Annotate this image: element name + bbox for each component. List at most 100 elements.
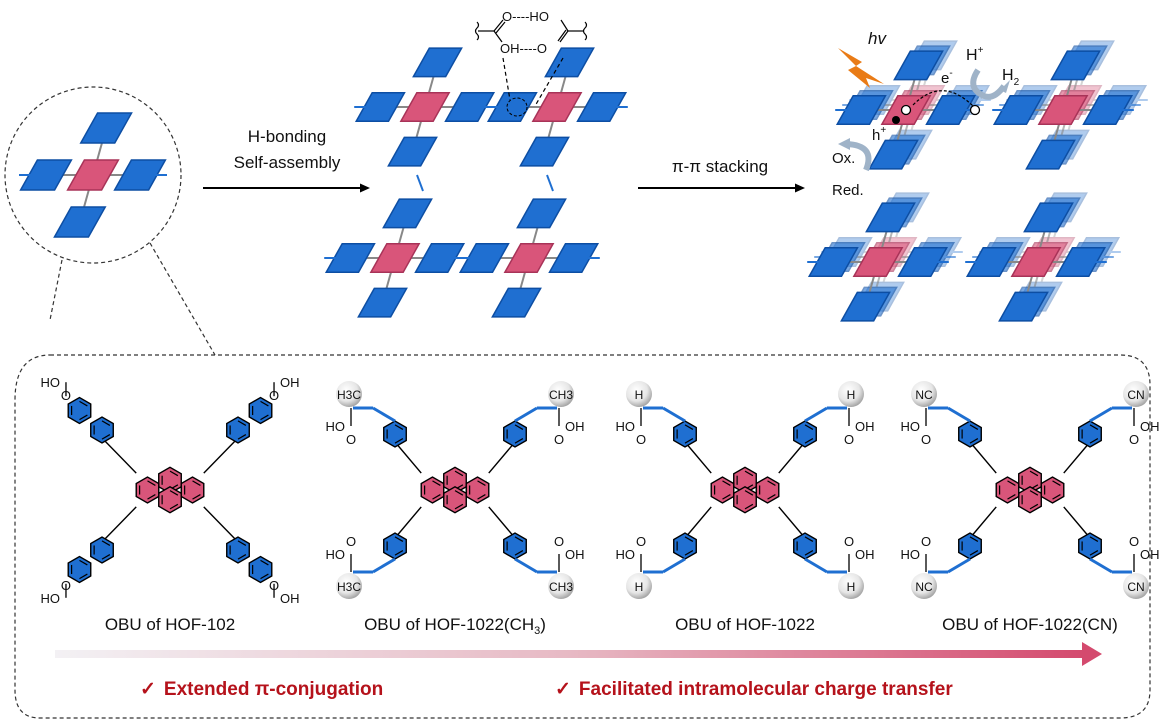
linker-node — [992, 95, 1044, 125]
linker-node — [519, 136, 570, 167]
carbonyl-o-label: O — [1129, 432, 1139, 447]
pyrene-core-node — [852, 247, 904, 277]
h-bonding-arrow: H-bonding Self-assembly — [203, 127, 370, 193]
hydroxyl-label: HO — [326, 419, 346, 434]
pyrene-core-node — [531, 92, 583, 122]
hole-dot — [892, 116, 900, 124]
carbonyl-o-label: O — [554, 432, 564, 447]
reduced-label: Red. — [832, 182, 864, 199]
substituent-highlight — [838, 573, 864, 599]
hydroxyl-label: HO — [326, 547, 346, 562]
substituent-highlight — [336, 381, 362, 407]
oxidation-arrow-icon — [845, 141, 872, 172]
substituent-label: H — [635, 388, 644, 402]
hydroxyl-label: HO — [616, 547, 636, 562]
pyrene-core-node — [66, 159, 120, 191]
linker-node — [840, 291, 891, 322]
substituent-label: CH3 — [549, 388, 573, 402]
carbonyl-o-label: O — [61, 388, 71, 403]
carbonyl-o-label: O — [346, 534, 356, 549]
substituent-label: H — [847, 580, 856, 594]
linker-node — [835, 95, 887, 125]
linker-node — [444, 92, 496, 122]
substituent-label: H3C — [337, 580, 361, 594]
pi-pi-stacking-label: π-π stacking — [672, 157, 768, 176]
hydroxyl-label: OH — [280, 591, 300, 606]
linker-node — [491, 287, 542, 318]
photocatalysis-annotations: hv H+ H2 e- h+ Ox. Red. — [832, 29, 1020, 199]
hole-label: h+ — [872, 125, 886, 144]
proton-label: H+ — [966, 45, 984, 64]
linker-node — [1082, 95, 1134, 125]
substituent-label: H3C — [337, 388, 361, 402]
substituent-highlight — [1123, 573, 1149, 599]
hydroxyl-label: OH — [855, 419, 875, 434]
linker-node — [893, 50, 944, 81]
molecule-caption: OBU of HOF-102 — [105, 615, 235, 634]
hydroxyl-label: HO — [901, 419, 921, 434]
linker-node — [965, 247, 1017, 277]
linker-node — [1055, 247, 1107, 277]
substituent-label: CN — [1127, 388, 1144, 402]
pyrene-core-node — [369, 243, 421, 273]
linker-node — [354, 92, 406, 122]
molecule-caption: OBU of HOF-1022(CH3) — [364, 615, 546, 637]
linker-node — [53, 206, 107, 238]
linker-node — [1050, 50, 1101, 81]
linker-node — [486, 92, 538, 122]
carbonyl-o-label: O — [269, 578, 279, 593]
hbond-top-label: O----HO — [502, 9, 549, 24]
hydroxyl-label: HO — [40, 591, 60, 606]
pyrene-core-node — [1037, 95, 1089, 125]
linker-node — [414, 243, 466, 273]
molecules-dashed-frame — [14, 354, 1151, 719]
self-assembly-label: Self-assembly — [234, 153, 341, 172]
hydroxyl-label: HO — [616, 419, 636, 434]
substituent-highlight — [626, 573, 652, 599]
substituent-label: CN — [1127, 580, 1144, 594]
hydroxyl-label: OH — [565, 419, 585, 434]
molecule-caption: OBU of HOF-1022(CN) — [942, 615, 1118, 634]
pyrene-core-node — [503, 243, 555, 273]
carbonyl-o-label: O — [269, 388, 279, 403]
linker-node — [412, 47, 463, 78]
substituent-label: H — [847, 388, 856, 402]
carbonyl-o-label: O — [636, 534, 646, 549]
linker-node — [387, 136, 438, 167]
substituent-highlight — [548, 381, 574, 407]
substituent-highlight — [626, 381, 652, 407]
hv-label: hv — [868, 29, 887, 48]
linker-node — [1023, 202, 1074, 233]
substituent-highlight — [911, 573, 937, 599]
linker-node — [79, 112, 133, 144]
substituent-highlight — [838, 381, 864, 407]
carbonyl-o-label: O — [346, 432, 356, 447]
building-unit-zoom-circle — [4, 86, 216, 356]
h-bonding-label: H-bonding — [248, 127, 326, 146]
hydroxyl-label: HO — [901, 547, 921, 562]
substituent-highlight — [548, 573, 574, 599]
linker-node — [998, 291, 1049, 322]
linker-node — [576, 92, 628, 122]
hydroxyl-label: OH — [1140, 419, 1160, 434]
carbonyl-o-label: O — [844, 432, 854, 447]
linker-node — [516, 198, 567, 229]
hydroxyl-label: OH — [565, 547, 585, 562]
hydrogen-label: H2 — [1002, 67, 1020, 88]
carbonyl-o-label: O — [636, 432, 646, 447]
substituent-label: NC — [915, 580, 933, 594]
hbond-bottom-label: OH----O — [500, 41, 547, 56]
linker-node — [1025, 139, 1076, 170]
substituent-highlight — [1123, 381, 1149, 407]
hydroxyl-label: OH — [280, 375, 300, 390]
excited-electron-dot — [900, 104, 912, 116]
pyrene-core-node — [1010, 247, 1062, 277]
linker-node — [925, 95, 977, 125]
linker-node — [807, 247, 859, 277]
trend-extended-conjugation: ✓Extended π-conjugation — [140, 679, 383, 700]
linker-node — [382, 198, 433, 229]
